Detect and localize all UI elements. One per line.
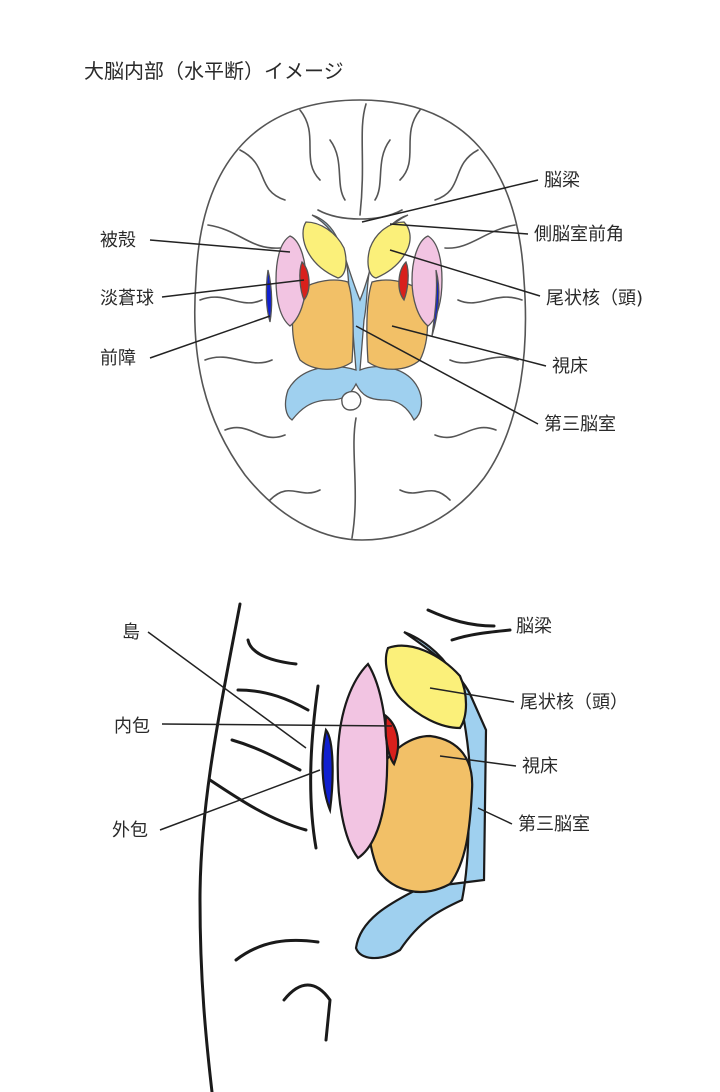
label-bottom-insula: 島 (122, 622, 140, 643)
leader-top-third-ventricle (355, 325, 539, 425)
label-bottom-internal-capsule: 内包 (114, 716, 150, 737)
label-top-thalamus: 視床 (552, 356, 588, 377)
detail-cortex-line-3 (236, 688, 310, 712)
leader-bottom-thalamus (439, 755, 517, 767)
leader-bottom-external-capsule (159, 769, 321, 831)
leader-bottom-caudate (429, 687, 515, 703)
detail-cortex-line-7 (234, 938, 320, 962)
leader-top-thalamus (391, 325, 547, 367)
label-top-putamen: 被殻 (100, 230, 136, 251)
longitudinal-fissure-anterior (359, 103, 367, 216)
detail-cortex-line-5 (208, 778, 308, 832)
corpus-callosum (317, 209, 403, 220)
leader-top-anterior-horn (389, 223, 529, 235)
leader-top-putamen (149, 239, 291, 253)
leader-bottom-insula (147, 631, 307, 749)
detail-callosum-line-1 (426, 608, 496, 628)
leader-top-globus-pallidus (161, 279, 305, 298)
gyri-left (199, 109, 346, 501)
globus-pallidus-right (398, 260, 409, 302)
pineal-outline (341, 390, 362, 411)
thalamus-right (366, 279, 429, 370)
label-bottom-third-ventricle: 第三脳室 (518, 814, 590, 835)
thalamus-left (291, 279, 354, 370)
claustrum-left (265, 269, 273, 323)
globus-pallidus-left (299, 260, 310, 302)
caudate-head-left (302, 221, 347, 279)
diagram-title: 大脳内部（水平断）イメージ (84, 59, 344, 83)
label-bottom-thalamus: 視床 (522, 756, 558, 777)
detail-globus-pallidus (384, 713, 400, 767)
detail-cortex-line-8 (282, 983, 332, 1042)
label-bottom-external-capsule: 外包 (112, 820, 148, 841)
label-top-third-ventricle: 第三脳室 (544, 414, 616, 435)
label-top-corpus-callosum: 脳梁 (544, 170, 580, 191)
label-top-caudate-head: 尾状核（頭) (546, 288, 643, 309)
detail-callosum-line-2 (450, 628, 512, 642)
caudate-head-right (367, 221, 411, 279)
detail-claustrum (321, 727, 334, 815)
leader-bottom-internal-capsule (161, 723, 393, 727)
detail-cortex-line-2 (246, 638, 298, 666)
leader-top-claustrum (149, 315, 271, 359)
detail-cortex-line-6 (309, 684, 320, 850)
longitudinal-fissure-posterior (351, 417, 357, 539)
leader-top-caudate (389, 249, 541, 297)
brain-outline (193, 99, 527, 541)
label-bottom-caudate-head: 尾状核（頭） (520, 692, 628, 713)
leader-bottom-third-ventricle (477, 807, 513, 825)
label-bottom-corpus-callosum: 脳梁 (516, 616, 552, 637)
gyri-right (374, 109, 523, 501)
leader-top-corpus-callosum (361, 179, 539, 223)
top-brain-section: 脳梁 側脳室前角 尾状核（頭) 視床 第三脳室 被殻 淡蒼球 前障 (100, 99, 643, 541)
detail-cortex-outer (198, 602, 242, 1092)
label-top-globus-pallidus: 淡蒼球 (100, 288, 154, 309)
detail-caudate-head (384, 644, 468, 730)
label-top-anterior-horn: 側脳室前角 (534, 224, 624, 245)
detail-cortex-line-4 (230, 738, 302, 772)
label-top-claustrum: 前障 (100, 348, 136, 369)
bottom-detail-section: 島 内包 外包 脳梁 尾状核（頭） 視床 第三脳室 (112, 602, 628, 1092)
